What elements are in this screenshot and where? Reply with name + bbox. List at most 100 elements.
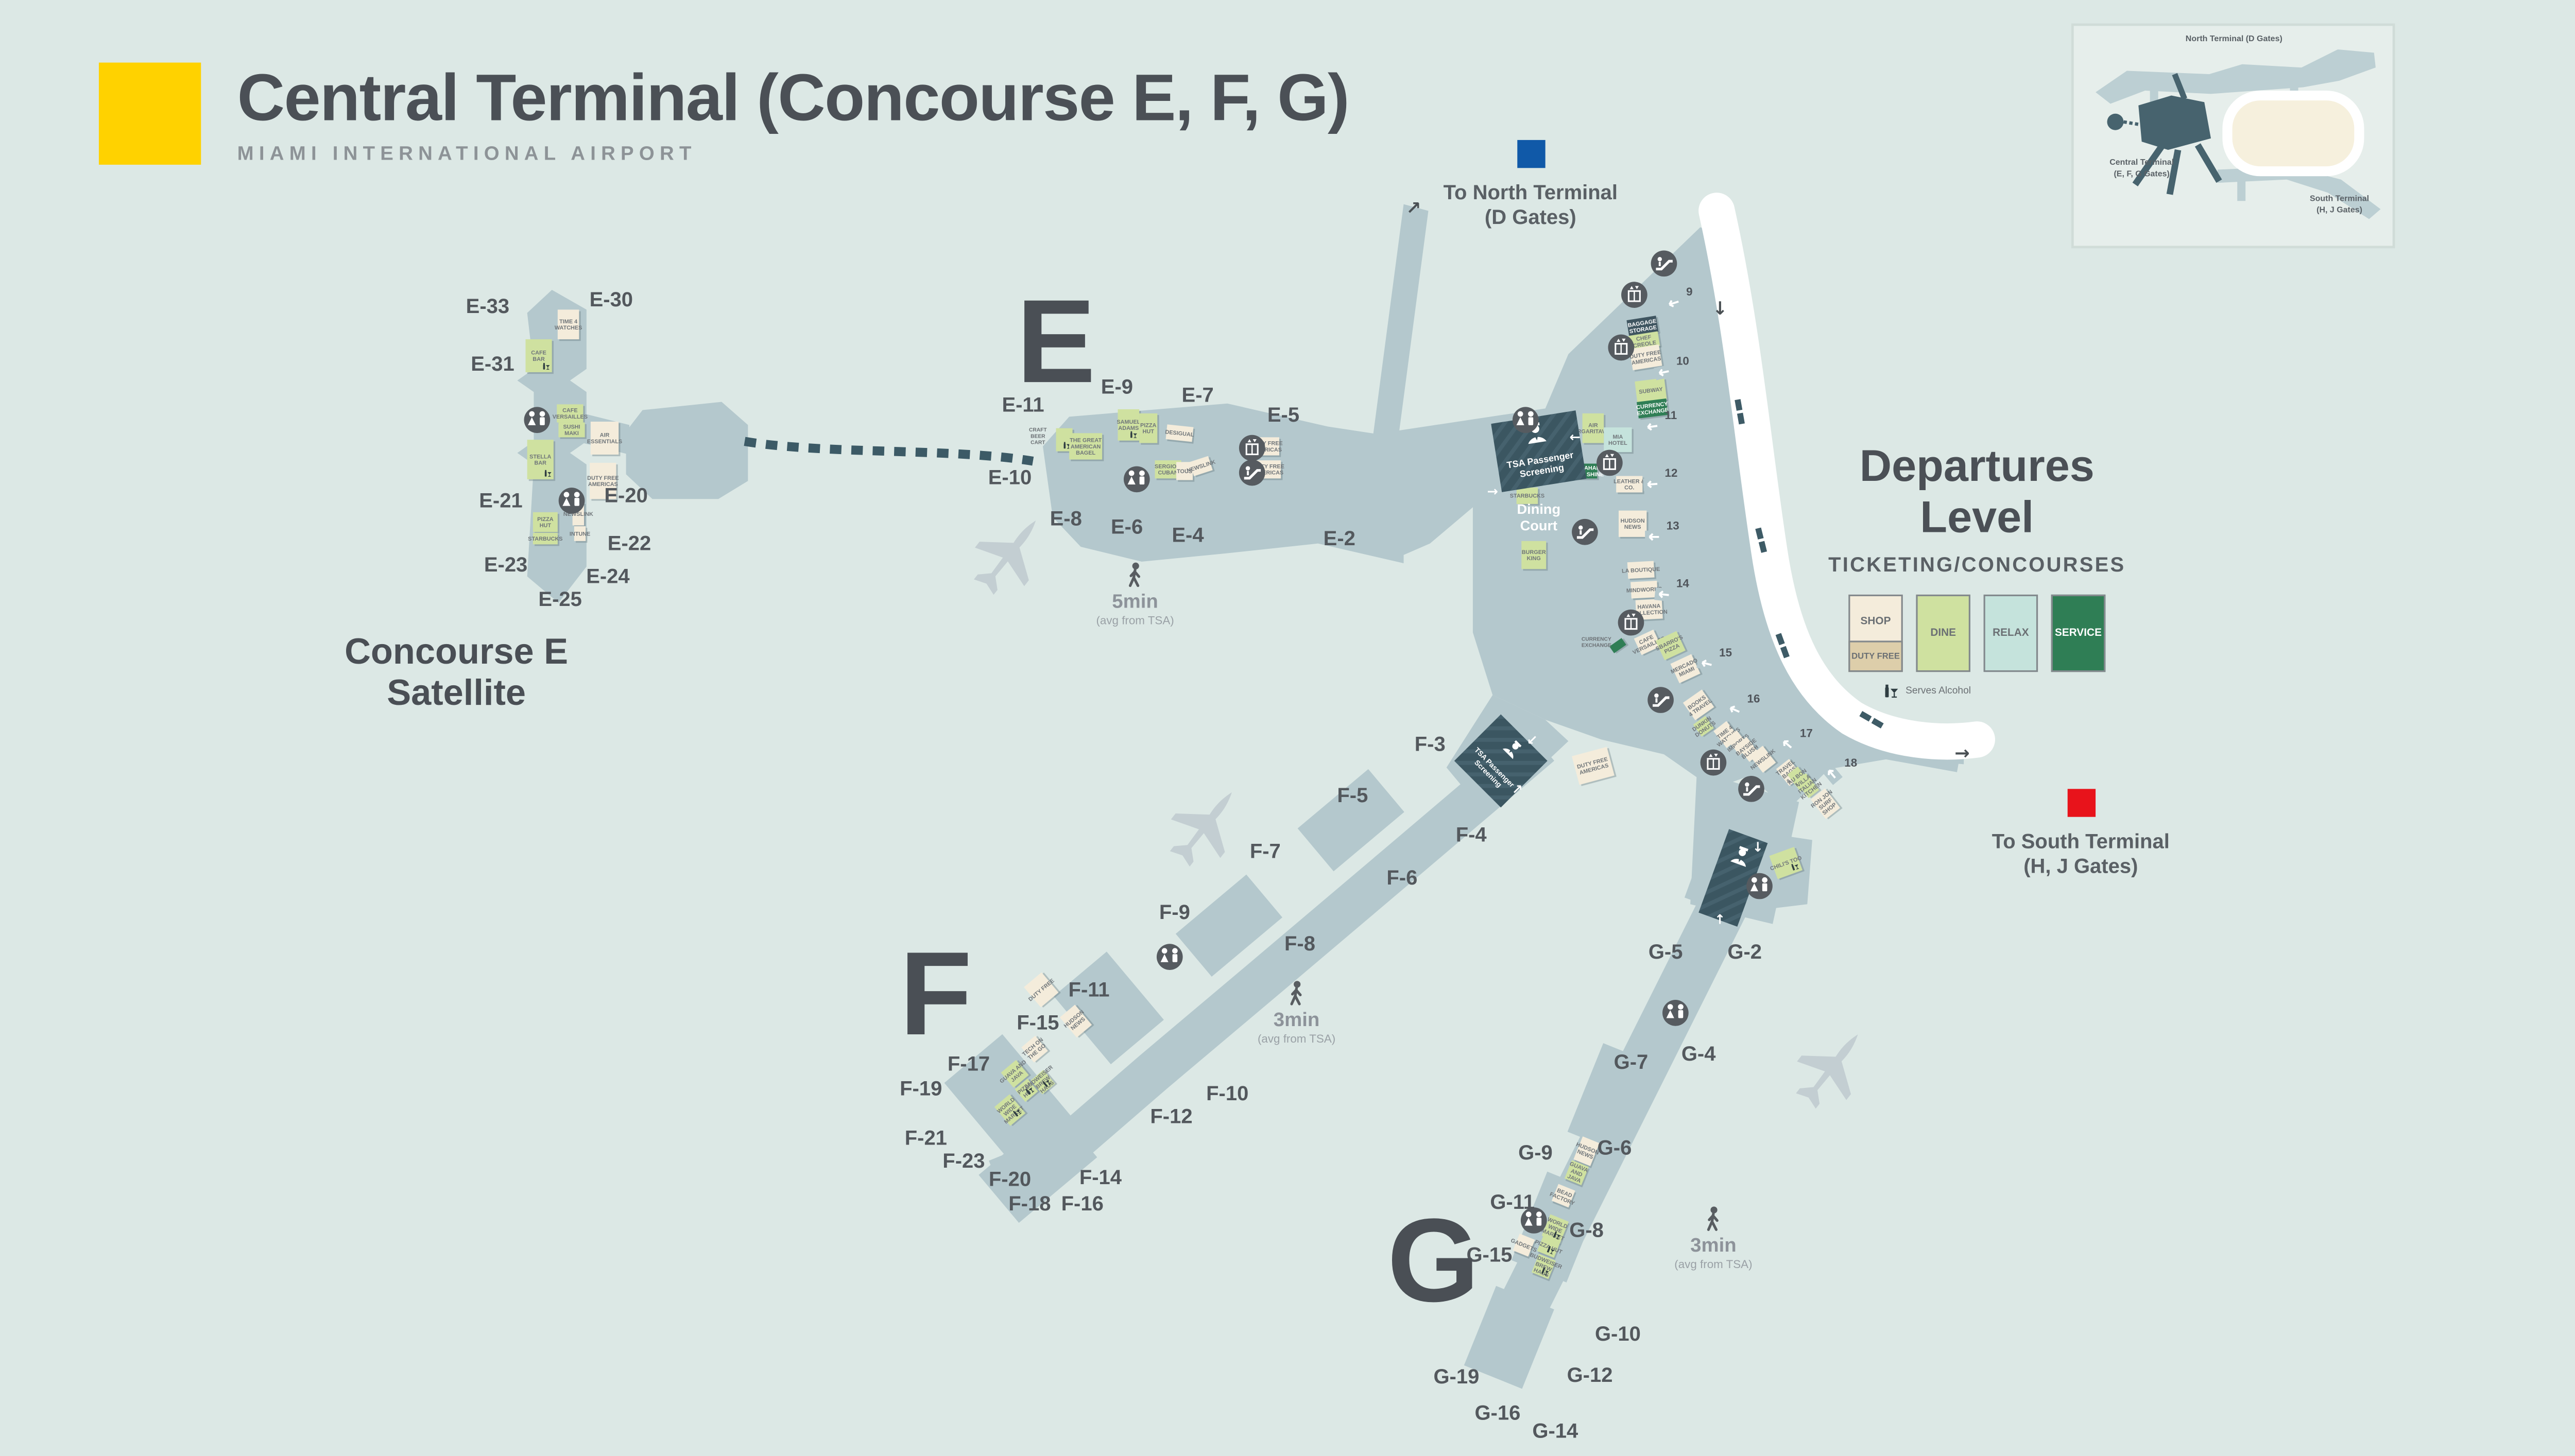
- shop-desigual: DESIGUAL: [1165, 424, 1194, 442]
- svg-text:CUBAN: CUBAN: [1158, 470, 1178, 476]
- svg-text:EXCHANGE: EXCHANGE: [1582, 643, 1611, 649]
- shop-intune: INTUNE: [570, 526, 590, 541]
- gate-label-g-15: G-15: [1466, 1243, 1512, 1266]
- svg-text:3min: 3min: [1690, 1234, 1737, 1256]
- gate-label-f-21: F-21: [905, 1126, 947, 1149]
- walk-time-marker: 3min (avg from TSA): [1674, 1206, 1753, 1271]
- svg-text:3min: 3min: [1274, 1009, 1320, 1031]
- svg-text:HUT: HUT: [1143, 429, 1155, 435]
- north-terminal-label: To North Terminal: [1443, 181, 1618, 204]
- gate-label-g-10: G-10: [1595, 1323, 1641, 1345]
- north-terminal-link: To North Terminal (D Gates): [1423, 140, 1638, 231]
- svg-text:SUBWAY: SUBWAY: [1639, 386, 1664, 395]
- walking-person-icon: [1708, 1206, 1717, 1229]
- gate-label-g-14: G-14: [1532, 1420, 1578, 1443]
- gate-label-f-18: F-18: [1008, 1192, 1051, 1215]
- svg-text:DUTY FREE: DUTY FREE: [587, 475, 619, 481]
- legend-relax-label: RELAX: [1993, 627, 2029, 639]
- legend-dine-swatch: DINE: [1916, 594, 1970, 672]
- minimap-terminal-core: [2222, 90, 2364, 177]
- svg-text:CURRENCY: CURRENCY: [1582, 636, 1611, 642]
- gate-label-f-12: F-12: [1150, 1105, 1192, 1128]
- svg-text:(avg from TSA): (avg from TSA): [1674, 1258, 1752, 1271]
- tsa-screening-area: [1698, 829, 1768, 927]
- legend-dine-label: DINE: [1930, 627, 1956, 639]
- airplane-icon: [1155, 773, 1257, 878]
- svg-text:9: 9: [1686, 285, 1692, 298]
- gate-label-e-2: E-2: [1324, 527, 1355, 550]
- gate-label-e-31: E-31: [471, 353, 514, 375]
- svg-text:11: 11: [1665, 409, 1677, 422]
- departures-roadway: [1698, 193, 1995, 760]
- svg-text:TIME 4: TIME 4: [559, 319, 577, 325]
- shop-subway: SUBWAY: [1635, 378, 1667, 403]
- gate-label-g-4: G-4: [1681, 1043, 1716, 1065]
- restroom-icon: [1156, 944, 1183, 970]
- gate-label-f-8: F-8: [1284, 932, 1315, 955]
- legend-service-label: SERVICE: [2055, 627, 2102, 639]
- door-16: 16: [1724, 692, 1760, 720]
- gate-label-e-8: E-8: [1050, 507, 1082, 530]
- gate-label-f-20: F-20: [989, 1168, 1031, 1190]
- restroom-icon: [1512, 407, 1539, 434]
- legend-dutyfree-label: DUTY FREE: [1848, 640, 1903, 672]
- direction-arrow: ↓: [1712, 298, 1727, 319]
- svg-text:AIR: AIR: [1588, 422, 1598, 428]
- svg-text:SUSHI: SUSHI: [563, 424, 580, 430]
- legend: Departures Level TICKETING/CONCOURSES SH…: [1821, 441, 2134, 701]
- shop-tous: TOUS: [1176, 462, 1193, 480]
- direction-arrow: →: [1487, 484, 1498, 499]
- skytrain-link: [744, 437, 1034, 466]
- escalator-icon: [1239, 460, 1265, 486]
- shop-la-boutique: LA BOUTIQUE: [1622, 561, 1660, 579]
- gate-label-e-10: E-10: [988, 466, 1032, 489]
- svg-text:NEWS: NEWS: [1624, 524, 1641, 530]
- minimap: North Terminal (D Gates) Central Termina…: [2071, 23, 2395, 249]
- svg-text:CO.: CO.: [1624, 484, 1634, 491]
- svg-text:TOUS: TOUS: [1177, 469, 1192, 475]
- elevator-icon: [1238, 434, 1266, 462]
- svg-text:MAKI: MAKI: [564, 430, 579, 437]
- svg-text:THE GREAT: THE GREAT: [1070, 438, 1102, 444]
- legend-subtitle: TICKETING/CONCOURSES: [1828, 553, 2126, 577]
- svg-text:10: 10: [1676, 355, 1689, 368]
- svg-text:15: 15: [1719, 646, 1732, 659]
- gate-label-f-4: F-4: [1456, 824, 1487, 846]
- svg-text:CART: CART: [1031, 440, 1045, 445]
- svg-text:Concourse E: Concourse E: [345, 631, 568, 671]
- serves-alcohol-note: Serves Alcohol: [1719, 682, 2134, 701]
- south-terminal-square: [2067, 789, 2095, 817]
- serves-alcohol-label: Serves Alcohol: [1906, 686, 1971, 697]
- minimap-south-label2: (H, J Gates): [2316, 206, 2362, 215]
- svg-text:16: 16: [1747, 692, 1760, 705]
- north-terminal-gates: (D Gates): [1484, 205, 1576, 229]
- door-11: 11: [1642, 409, 1677, 435]
- gate-label-f-16: F-16: [1061, 1192, 1104, 1215]
- door-14: 14: [1654, 577, 1689, 602]
- gate-label-e-20: E-20: [604, 484, 647, 507]
- door-9: 9: [1663, 285, 1693, 312]
- svg-text:SERGIO'S: SERGIO'S: [1155, 463, 1181, 470]
- airport-logo: [98, 62, 201, 165]
- gate-label-e-4: E-4: [1172, 524, 1204, 546]
- gate-label-e-22: E-22: [608, 532, 651, 554]
- svg-text:ADAMS: ADAMS: [1118, 425, 1139, 431]
- shop-chili-s-too: CHILI'S TOO: [1769, 846, 1802, 879]
- restroom-icon: [558, 488, 585, 514]
- walking-person-icon: [1292, 981, 1300, 1004]
- direction-arrow: ↗: [1512, 782, 1523, 798]
- page-title: Central Terminal (Concourse E, F, G): [237, 62, 1350, 135]
- restroom-icon: [1123, 466, 1150, 493]
- legend-shop-label: SHOP: [1860, 616, 1891, 628]
